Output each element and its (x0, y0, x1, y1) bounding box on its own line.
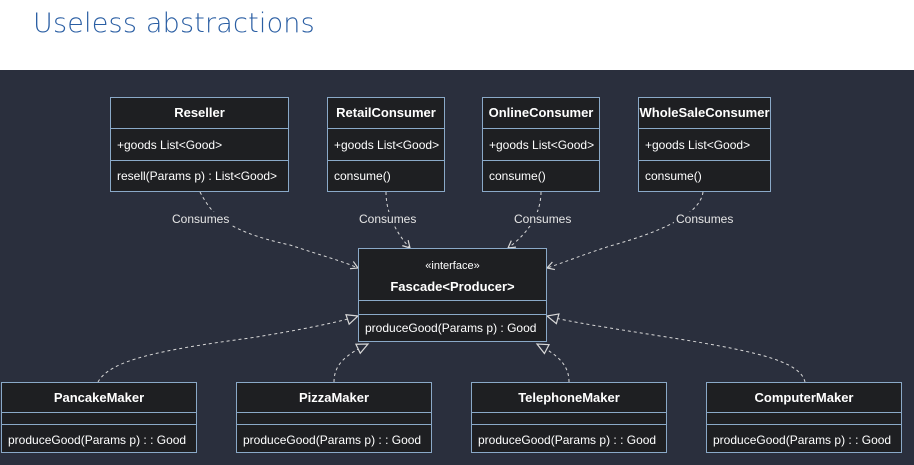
edge-label-online: Consumes (512, 212, 574, 226)
interface-stereotype: «interface» (425, 260, 480, 272)
class-name: ComputerMaker (707, 383, 901, 413)
class-fields-empty (237, 413, 431, 425)
class-computer-maker: ComputerMaker produceGood(Params p) : : … (706, 382, 902, 453)
interface-fields-empty (359, 301, 546, 315)
class-method: produceGood(Params p) : : Good (8, 433, 187, 447)
class-method: consume() (645, 169, 702, 183)
class-telephone-maker: TelephoneMaker produceGood(Params p) : :… (471, 382, 667, 453)
class-reseller: Reseller +goods List<Good> resell(Params… (110, 97, 289, 192)
edge-label-reseller: Consumes (170, 212, 232, 226)
edge-pizza-realizes (333, 343, 370, 383)
edge-pancake-realizes (97, 314, 360, 383)
class-name: RetailConsumer (328, 98, 444, 129)
class-method: consume() (334, 169, 391, 183)
class-method: resell(Params p) : List<Good> (117, 169, 278, 183)
class-field: +goods List<Good> (483, 129, 599, 161)
slide-title: Useless abstractions (33, 8, 315, 39)
edge-label-wholesale: Consumes (674, 212, 736, 226)
interface-fascade: «interface» Fascade<Producer> produceGoo… (358, 248, 547, 342)
class-field: +goods List<Good> (639, 129, 770, 161)
class-name: OnlineConsumer (483, 98, 599, 129)
class-fields-empty (2, 413, 196, 425)
class-method: consume() (489, 169, 546, 183)
class-method: produceGood(Params p) : : Good (713, 433, 892, 447)
edge-telephone-realizes (535, 343, 570, 383)
class-name: PizzaMaker (237, 383, 431, 413)
class-wholesale-consumer: WholeSaleConsumer +goods List<Good> cons… (638, 97, 771, 192)
class-field: +goods List<Good> (111, 129, 288, 161)
interface-name: Fascade<Producer> (390, 279, 515, 294)
class-field: +goods List<Good> (328, 129, 444, 161)
interface-header: «interface» Fascade<Producer> (359, 249, 546, 301)
edge-reseller-consumes (199, 191, 360, 270)
class-retail-consumer: RetailConsumer +goods List<Good> consume… (327, 97, 445, 192)
edge-label-retail: Consumes (357, 212, 419, 226)
class-method: produceGood(Params p) : : Good (243, 433, 422, 447)
interface-method: produceGood(Params p) : Good (365, 321, 537, 335)
class-fields-empty (472, 413, 666, 425)
class-pizza-maker: PizzaMaker produceGood(Params p) : : Goo… (236, 382, 432, 453)
class-name: Reseller (111, 98, 288, 129)
class-fields-empty (707, 413, 901, 425)
class-name: PancakeMaker (2, 383, 196, 413)
class-name: WholeSaleConsumer (639, 98, 770, 129)
edge-computer-realizes (545, 313, 806, 383)
edge-wholesale-consumes (545, 191, 704, 271)
class-method: produceGood(Params p) : : Good (478, 433, 657, 447)
class-online-consumer: OnlineConsumer +goods List<Good> consume… (482, 97, 600, 192)
class-pancake-maker: PancakeMaker produceGood(Params p) : : G… (1, 382, 197, 453)
class-name: TelephoneMaker (472, 383, 666, 413)
